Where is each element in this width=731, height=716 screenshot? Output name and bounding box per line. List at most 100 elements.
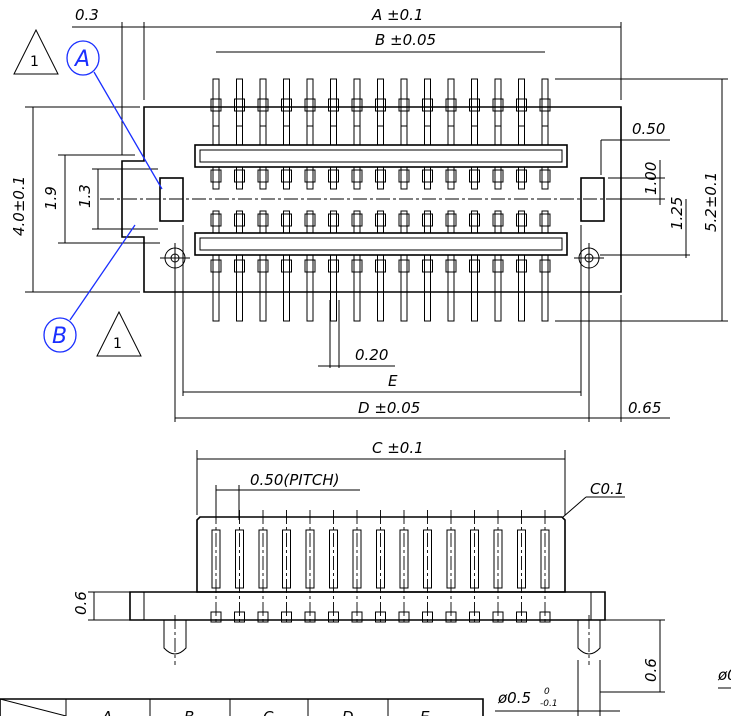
table-header-a: A	[101, 708, 112, 716]
pin-pad	[516, 98, 527, 112]
pin-pad	[445, 98, 457, 112]
datum-a-circle	[66, 40, 100, 76]
left-pad	[159, 177, 184, 222]
pin	[518, 254, 525, 322]
pin-pad	[375, 98, 386, 112]
pin-pad	[351, 169, 363, 183]
svg-text:1: 1	[113, 336, 122, 352]
revision-triangle-top	[13, 28, 59, 75]
pin	[306, 125, 314, 146]
dim-0-65: 0.65	[628, 399, 661, 417]
pin	[259, 78, 267, 146]
dim-d: D ±0.05	[358, 399, 420, 417]
table-header-d: D	[342, 708, 354, 716]
pin	[353, 125, 361, 146]
pin	[353, 78, 361, 146]
dim-b: B ±0.05	[375, 31, 436, 49]
pin	[541, 125, 549, 146]
pin-pad	[257, 213, 269, 227]
pin	[471, 125, 478, 146]
pin	[518, 78, 525, 146]
datum-b-label: B	[52, 324, 67, 349]
dim-pitch: 0.50(PITCH)	[250, 471, 340, 489]
pin	[424, 125, 431, 146]
pin-pad	[539, 213, 551, 227]
side-pin-foot	[445, 611, 457, 623]
pin	[400, 125, 408, 146]
pin	[236, 78, 243, 146]
dim-1-00: 1.00	[642, 162, 660, 195]
datum-a-label: A	[73, 47, 90, 72]
pin-pad	[351, 259, 363, 273]
pin	[306, 78, 314, 146]
pin	[494, 78, 502, 146]
side-pin-foot	[422, 611, 433, 623]
pin-pad	[328, 213, 339, 227]
pin-pad	[445, 169, 457, 183]
pin-pad	[375, 169, 386, 183]
side-pin-foot	[281, 611, 292, 623]
top-view: A ±0.1 0.3 B ±0.05 4.0±0.1 1.9 1.3 0.50	[10, 6, 728, 422]
pin-pad	[328, 259, 339, 273]
pin-pad	[422, 169, 433, 183]
pin-pad	[398, 98, 410, 112]
pin-pad	[304, 259, 316, 273]
side-pin-foot	[375, 611, 386, 623]
pin-pad	[234, 259, 245, 273]
pin-pad	[398, 259, 410, 273]
pin-pad	[492, 259, 504, 273]
pin-pad	[281, 98, 292, 112]
pin	[377, 78, 384, 146]
svg-text:-0.1: -0.1	[540, 699, 558, 709]
pin-pad	[281, 169, 292, 183]
revision-triangle-bottom	[96, 310, 142, 357]
side-pin-foot	[328, 611, 339, 623]
pin-pad	[304, 213, 316, 227]
pin-pad	[351, 213, 363, 227]
pin-pad	[234, 98, 245, 112]
pin	[518, 125, 525, 146]
pin-pad	[422, 213, 433, 227]
pin	[212, 78, 220, 146]
pin-pad	[304, 169, 316, 183]
pin-pad	[210, 169, 222, 183]
pin	[494, 254, 502, 322]
pin-pad	[422, 98, 433, 112]
side-pin-foot	[304, 611, 316, 623]
pin	[236, 254, 243, 322]
pin	[212, 125, 220, 146]
table-header-c: C	[263, 708, 274, 716]
side-pin-foot	[398, 611, 410, 623]
left-post	[163, 615, 187, 665]
pin-pad	[234, 169, 245, 183]
pin-pad	[210, 213, 222, 227]
pin	[471, 254, 478, 322]
pin-pad	[257, 169, 269, 183]
dim-1-25: 1.25	[668, 197, 686, 230]
housing-outline	[121, 106, 622, 293]
pin	[377, 125, 384, 146]
pin-pad	[539, 98, 551, 112]
pin-pad	[445, 259, 457, 273]
pin	[447, 125, 455, 146]
pin	[330, 125, 337, 146]
pin	[400, 78, 408, 146]
side-pins	[210, 510, 551, 625]
dim-phi: ø0.5	[497, 689, 531, 707]
svg-text:0: 0	[544, 687, 550, 697]
pin	[424, 254, 431, 322]
pin	[330, 78, 337, 146]
pin-pad	[304, 98, 316, 112]
top-pins-upper	[210, 78, 551, 146]
pin-pad	[210, 98, 222, 112]
table-header-b: B	[184, 708, 194, 716]
top-pins-mid-lower	[210, 166, 551, 190]
pin-pad	[422, 259, 433, 273]
pin	[541, 78, 549, 146]
pin	[377, 254, 384, 322]
pin-pad	[469, 213, 480, 227]
pin-pad	[281, 213, 292, 227]
pin	[353, 254, 361, 322]
pin	[259, 125, 267, 146]
side-pin-foot	[469, 611, 480, 623]
